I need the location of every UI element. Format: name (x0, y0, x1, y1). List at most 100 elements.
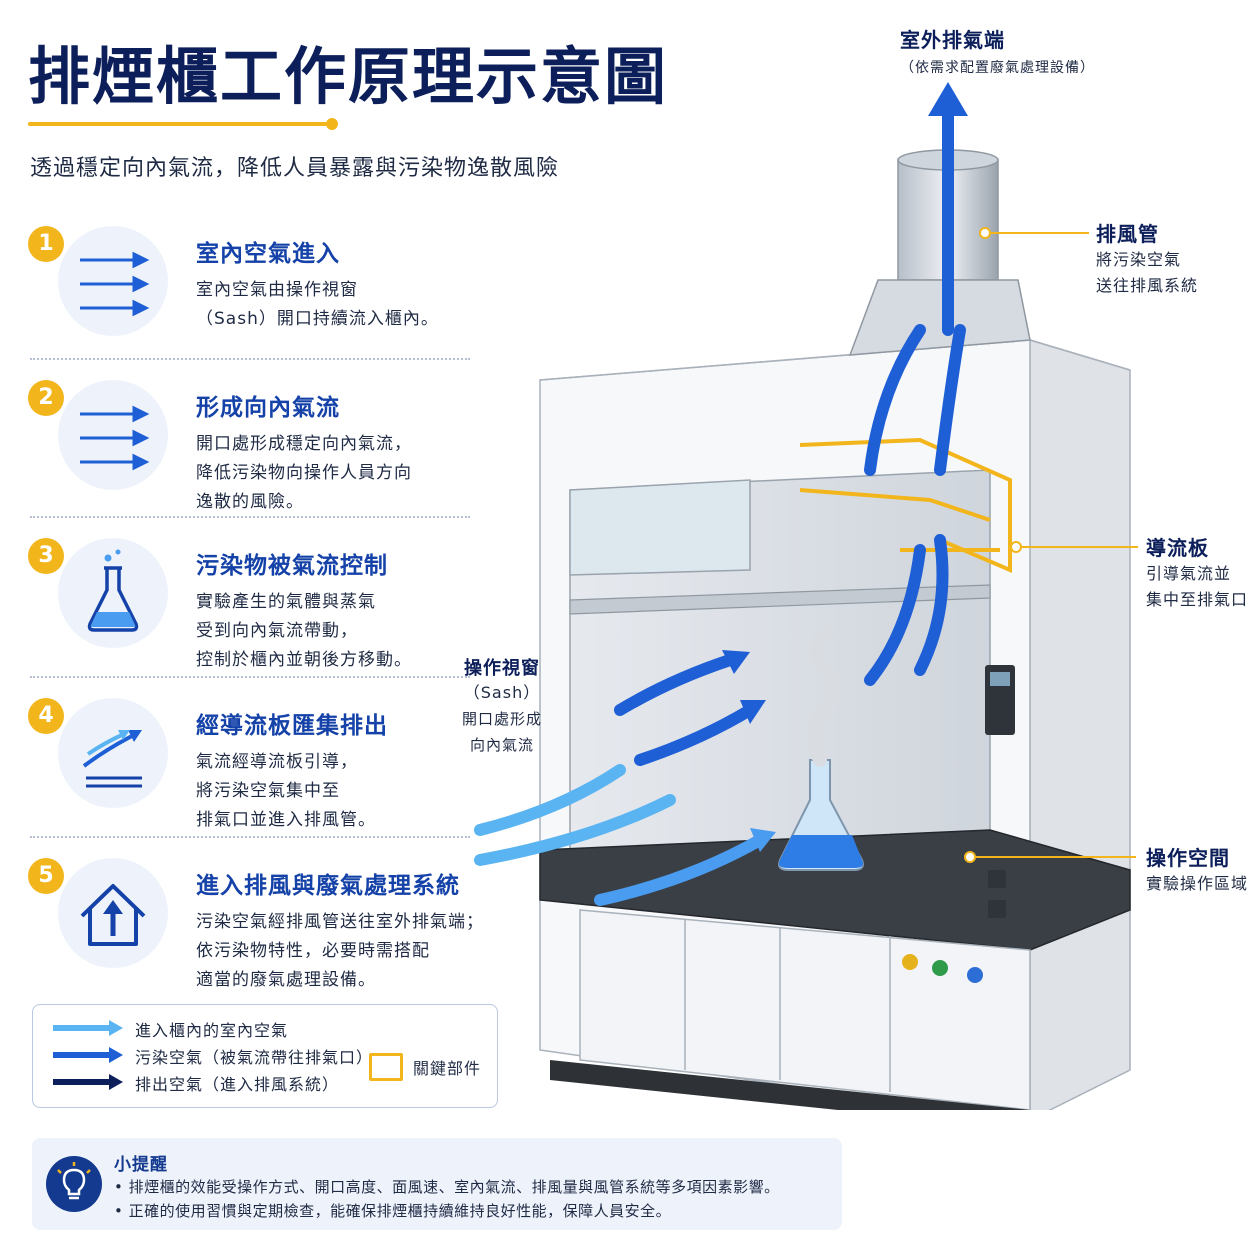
callout-workspace-title: 操作空間 (1146, 846, 1230, 870)
step-4-desc-line: 氣流經導流板引導， (196, 752, 358, 772)
page-title: 排煙櫃工作原理示意圖 (28, 40, 669, 113)
power-switch (988, 870, 1006, 888)
cabinet-plinth (550, 1060, 1030, 1110)
incoming-air-arrow (474, 794, 676, 866)
callout-sash: 操作視窗 （Sash） 開口處形成 向內氣流 (458, 654, 546, 758)
baffle-flow-icon (82, 730, 142, 788)
step-5-icon-circle (58, 858, 168, 968)
key-component-label: 關鍵部件 (413, 1059, 482, 1078)
arrows-icon (80, 405, 150, 471)
step-3-desc: 實驗產生的氣體與蒸氣 受到向內氣流帶動， 控制於櫃內並朝後方移動。 (196, 588, 412, 675)
step-5-desc: 污染空氣經排風管送往室外排氣端； 依污染物特性，必要時需搭配 適當的廢氣處理設備… (196, 908, 484, 995)
arrowhead (740, 700, 766, 724)
tip-line: • 排煙櫃的效能受操作方式、開口高度、面風速、室內氣流、排風量與風管系統等多項因… (114, 1178, 780, 1196)
step-1-desc-line: 室內空氣由操作視窗 (196, 280, 358, 300)
step-4-title: 經導流板匯集排出 (196, 713, 388, 739)
contaminated-air-arrow (864, 544, 926, 686)
step-2-desc-line: 逸散的風險。 (196, 492, 304, 512)
control-display (990, 672, 1010, 686)
callout-baffle-title: 導流板 (1146, 536, 1209, 560)
step-5-title: 進入排風與廢氣處理系統 (196, 873, 460, 899)
step-3-desc-line: 受到向內氣流帶動， (196, 621, 358, 641)
arrows-icon (80, 251, 150, 317)
step-5-badge: 5 (28, 858, 64, 894)
legend-label: 排出空氣（進入排風系統） (135, 1075, 340, 1094)
flask-icon (87, 549, 139, 632)
legend-label: 污染空氣（被氣流帶往排氣口） (135, 1048, 374, 1067)
step-divider (30, 516, 470, 518)
step-3-desc-line: 實驗產生的氣體與蒸氣 (196, 592, 376, 612)
power-switch (988, 900, 1006, 918)
step-3: 3 污染物被氣流控制 實驗產生的氣體與蒸氣 受到向內氣流帶動， 控制於櫃內並朝後… (28, 538, 468, 670)
step-5-desc-line: 適當的廢氣處理設備。 (196, 970, 376, 990)
step-1-title: 室內空氣進入 (196, 241, 340, 267)
callout-sash-line: 開口處形成 (461, 710, 542, 728)
step-3-badge: 3 (28, 538, 64, 574)
duct-transition (848, 279, 1031, 356)
contaminated-air-arrow (914, 534, 949, 676)
step-2-desc-line: 開口處形成穩定向內氣流， (196, 434, 412, 454)
page-subtitle: 透過穩定向內氣流，降低人員暴露與污染物逸散風險 (30, 156, 560, 181)
house-up-arrow-icon (80, 884, 146, 946)
callout-baffle-line: 引導氣流並 (1146, 564, 1232, 583)
contaminated-air-arrow (864, 324, 926, 476)
step-divider (30, 836, 470, 838)
contaminated-air-arrow (934, 324, 966, 476)
step-4-desc-line: 將污染空氣集中至 (196, 781, 340, 801)
tip-box: 小提醒 • 排煙櫃的效能受操作方式、開口高度、面風速、室內氣流、排風量與風管系統… (32, 1138, 842, 1230)
step-4-desc-line: 排氣口並進入排風管。 (196, 810, 376, 830)
callout-outdoor-title: 室外排氣端 (900, 28, 1005, 52)
callout-outdoor-exhaust: 室外排氣端 （依需求配置廢氣處理設備） (900, 24, 1095, 81)
callout-sash-title: 操作視窗 (464, 658, 540, 679)
step-4: 4 經導流板匯集排出 氣流經導流板引導， 將污染空氣集中至 排氣口並進入排風管。 (28, 698, 468, 830)
callout-baffle-line: 集中至排氣口 (1146, 590, 1249, 609)
tip-line: • 正確的使用習慣與定期檢查，能確保排煙櫃持續維持良好性能，保障人員安全。 (114, 1202, 672, 1220)
step-2-badge: 2 (28, 380, 64, 416)
duct-leader-line (979, 227, 1089, 239)
lightbulb-icon (57, 1162, 91, 1200)
step-divider (30, 676, 470, 678)
baffle-leader-line (1010, 541, 1138, 553)
step-2-title: 形成向內氣流 (196, 395, 340, 421)
contaminated-air-arrow (634, 704, 756, 766)
legend-arrow-icon (53, 1020, 123, 1036)
key-component-swatch (369, 1053, 403, 1081)
step-3-icon-circle (58, 538, 168, 648)
tip-icon-circle (46, 1156, 102, 1212)
step-5-desc-line: 污染空氣經排風管送往室外排氣端； (196, 912, 484, 932)
tip-title: 小提醒 (114, 1155, 168, 1175)
step-2-desc-line: 降低污染物向操作人員方向 (196, 463, 412, 483)
work-surface (539, 829, 1131, 951)
step-3-desc-line: 控制於櫃內並朝後方移動。 (196, 650, 412, 670)
exhaust-air-arrowhead (928, 82, 968, 116)
callout-duct-title: 排風管 (1096, 222, 1159, 246)
step-2-icon-circle (58, 380, 168, 490)
legend: 進入櫃內的室內空氣 污染空氣（被氣流帶往排氣口） 排出空氣（進入排風系統） 關鍵… (32, 1004, 498, 1108)
incoming-air-arrow (594, 834, 766, 906)
fume-hood-illustration (474, 82, 1131, 1110)
contaminated-air-arrow (614, 654, 736, 716)
step-4-desc: 氣流經導流板引導， 將污染空氣集中至 排氣口並進入排風管。 (196, 748, 376, 835)
callout-outdoor-desc: （依需求配置廢氣處理設備） (900, 60, 1095, 76)
baffle-panel (799, 488, 991, 522)
step-3-title: 污染物被氣流控制 (196, 553, 388, 579)
step-1-icon-circle (58, 226, 168, 336)
sash-bar (569, 584, 991, 615)
flask-liquid (779, 835, 863, 868)
step-4-badge: 4 (28, 698, 64, 734)
callout-sash-line: 向內氣流 (469, 736, 534, 754)
utility-valve (967, 967, 983, 983)
step-2: 2 形成向內氣流 開口處形成穩定向內氣流， 降低污染物向操作人員方向 逸散的風險… (28, 380, 468, 512)
callout-workspace-desc: 實驗操作區域 (1146, 874, 1249, 893)
cabinet-side-panel (1029, 338, 1131, 1110)
step-1-desc-line: （Sash）開口持續流入櫃內。 (196, 309, 439, 329)
utility-valve (932, 960, 948, 976)
legend-arrow-icon (53, 1047, 123, 1063)
workspace-leader-line (964, 851, 1136, 863)
callout-workspace: 操作空間 實驗操作區域 (1146, 842, 1248, 897)
step-5: 5 進入排風與廢氣處理系統 污染空氣經排風管送往室外排氣端； 依污染物特性，必要… (28, 858, 483, 990)
utility-valve (902, 954, 918, 970)
step-divider (30, 358, 470, 360)
vapor-plume (806, 623, 842, 767)
step-1-desc: 室內空氣由操作視窗 （Sash）開口持續流入櫃內。 (196, 276, 439, 334)
